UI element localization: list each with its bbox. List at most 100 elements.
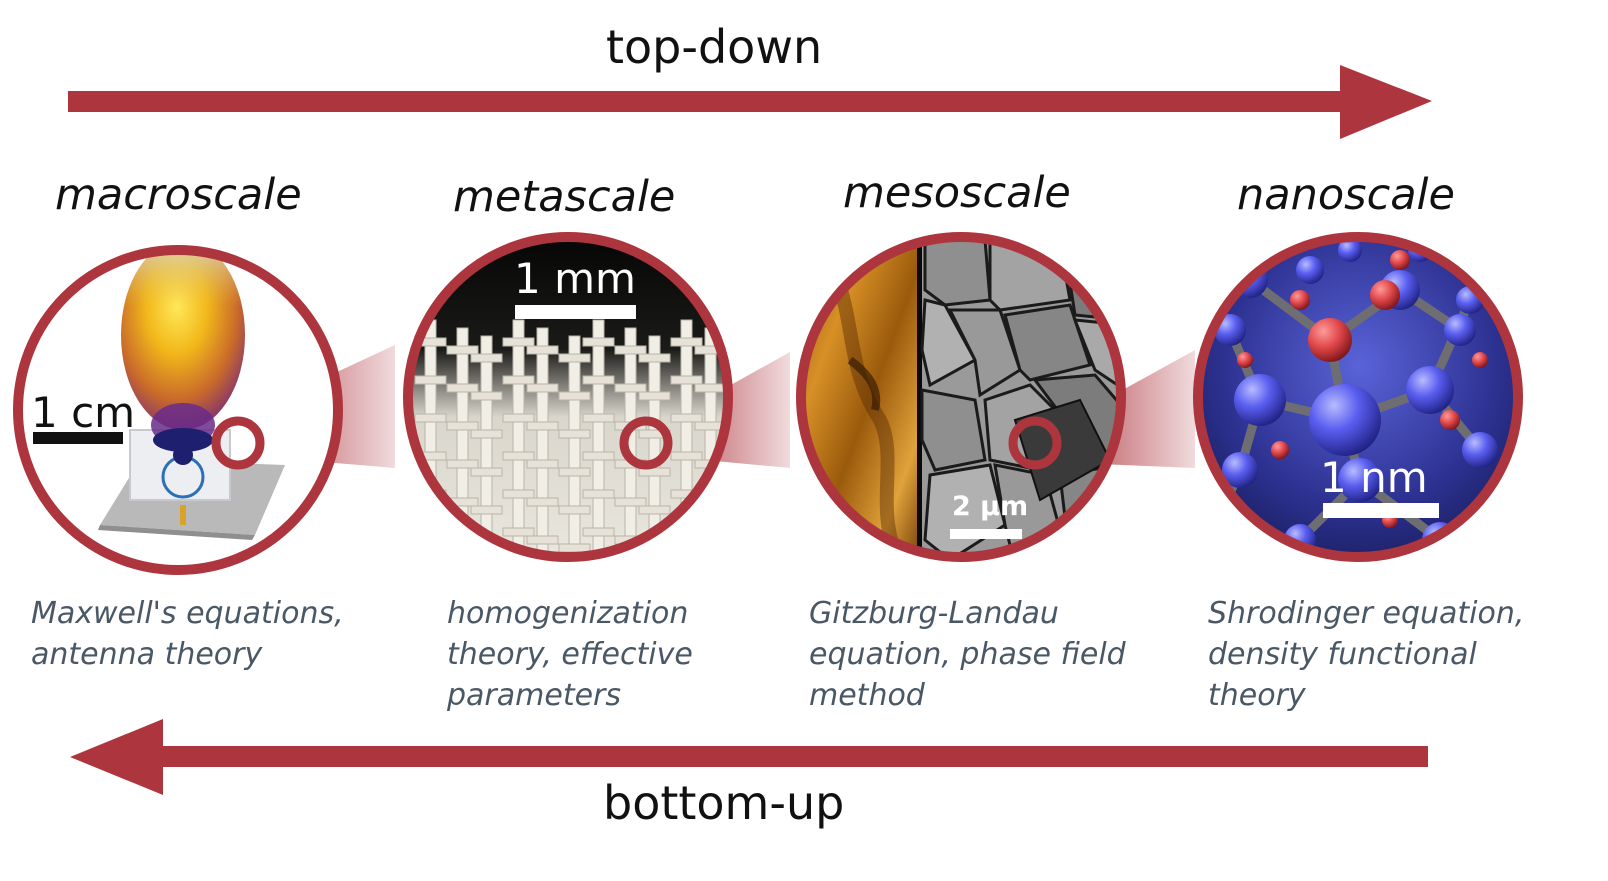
mesoscale-zoom-ring bbox=[1008, 416, 1062, 470]
lattice-crossbar bbox=[526, 535, 559, 545]
macroscale-scale-bar bbox=[33, 432, 123, 444]
metascale-scale-label: 1 mm bbox=[514, 254, 636, 303]
macroscale-description: Maxwell's equations, antenna theory bbox=[31, 593, 344, 675]
lattice-crossbar bbox=[582, 375, 615, 385]
lattice-crossbar bbox=[638, 505, 671, 515]
lattice-crossbar bbox=[694, 535, 727, 545]
bottom-up-label: bottom-up bbox=[603, 776, 845, 830]
metascale-description-line: theory, effective bbox=[447, 637, 693, 672]
mesoscale-scale-bar bbox=[950, 529, 1022, 539]
lattice-crossbar bbox=[446, 345, 479, 355]
lattice-crossbar bbox=[502, 527, 535, 537]
lattice-crossbar bbox=[446, 535, 479, 545]
red-atom bbox=[1290, 290, 1310, 310]
red-atom bbox=[1370, 280, 1400, 310]
mesoscale-description-line: Gitzburg-Landau bbox=[809, 596, 1059, 631]
red-atom bbox=[1271, 441, 1289, 459]
blue-atom bbox=[1296, 256, 1324, 284]
metascale-panel bbox=[403, 232, 733, 562]
lattice-crossbar bbox=[582, 451, 615, 461]
metascale-description-line: parameters bbox=[447, 678, 622, 713]
macroscale-description-line: antenna theory bbox=[31, 637, 263, 672]
grain-cell bbox=[920, 298, 978, 388]
lattice-crossbar bbox=[638, 353, 671, 363]
top-down-label: top-down bbox=[606, 20, 823, 74]
lattice-crossbar bbox=[694, 383, 727, 393]
mesoscale-scale-label: 2 µm bbox=[952, 491, 1029, 522]
blue-atom bbox=[1444, 314, 1476, 346]
mesoscale-frame bbox=[796, 232, 1126, 562]
lattice-crossbar bbox=[526, 345, 559, 355]
lattice-crossbar bbox=[526, 497, 559, 507]
lattice-crossbar bbox=[638, 391, 671, 401]
macroscale-panel bbox=[13, 245, 343, 575]
mesoscale-description-line: equation, phase field bbox=[809, 637, 1126, 672]
mesoscale-description-line: method bbox=[809, 678, 925, 713]
lattice-crossbar bbox=[558, 391, 591, 401]
lattice-crossbar bbox=[470, 429, 503, 439]
antenna-radiation-image bbox=[18, 250, 338, 570]
nanoscale-frame bbox=[1193, 232, 1523, 562]
lattice-crossbar bbox=[470, 353, 503, 363]
lattice-crossbar bbox=[526, 421, 559, 431]
red-atom bbox=[1308, 318, 1352, 362]
lattice-crossbar bbox=[614, 345, 647, 355]
lattice-crossbar bbox=[502, 337, 535, 347]
lattice-crossbar bbox=[558, 467, 591, 477]
lattice-crossbar bbox=[414, 527, 447, 537]
mesoscale-description: Gitzburg-Landau equation, phase field me… bbox=[809, 593, 1126, 716]
lattice-strut bbox=[568, 335, 581, 557]
lattice-crossbar bbox=[694, 497, 727, 507]
blue-atom bbox=[1462, 432, 1498, 468]
nanoscale-title: nanoscale bbox=[1237, 170, 1455, 220]
lattice-crossbar bbox=[558, 505, 591, 515]
lattice-crossbar bbox=[558, 543, 591, 553]
lattice-crossbar bbox=[670, 527, 703, 537]
lattice-crossbar bbox=[582, 489, 615, 499]
blue-atom bbox=[1406, 366, 1454, 414]
lattice-crossbar bbox=[502, 489, 535, 499]
bottom-up-arrow bbox=[70, 719, 1428, 795]
red-atom bbox=[1390, 250, 1410, 270]
lattice-crossbar bbox=[558, 429, 591, 439]
blue-atom bbox=[1222, 452, 1258, 488]
nanoscale-scale-label: 1 nm bbox=[1320, 453, 1428, 502]
macroscale-zoom-ring bbox=[211, 416, 265, 470]
nanoscale-panel bbox=[1193, 232, 1523, 562]
lattice-crossbar bbox=[614, 383, 647, 393]
lattice-crossbar bbox=[582, 337, 615, 347]
lattice-crossbar bbox=[582, 413, 615, 423]
lattice-crossbar bbox=[670, 375, 703, 385]
lattice-crossbar bbox=[526, 459, 559, 469]
lattice-crossbar bbox=[414, 413, 447, 423]
metascale-description: homogenization theory, effective paramet… bbox=[447, 593, 693, 716]
lattice-strut bbox=[536, 327, 549, 557]
lattice-crossbar bbox=[638, 543, 671, 553]
top-arrow-shaft bbox=[68, 91, 1358, 112]
bottom-arrow-head bbox=[70, 719, 163, 795]
lattice-crossbar bbox=[670, 413, 703, 423]
lattice-strut bbox=[480, 335, 493, 557]
metascale-scale-bar bbox=[515, 305, 636, 319]
red-atom bbox=[1472, 352, 1488, 368]
lattice-crossbar bbox=[470, 391, 503, 401]
lattice-crossbar bbox=[502, 413, 535, 423]
macroscale-description-line: Maxwell's equations, bbox=[31, 596, 344, 631]
top-down-arrow bbox=[68, 65, 1432, 139]
lattice-crossbar bbox=[446, 383, 479, 393]
metascale-title: metascale bbox=[453, 172, 676, 222]
nanoscale-scale-bar bbox=[1323, 503, 1439, 518]
macroscale-title: macroscale bbox=[55, 170, 302, 220]
nanoscale-description-line: Shrodinger equation, bbox=[1208, 596, 1525, 631]
lattice-crossbar bbox=[670, 451, 703, 461]
metascale-zoom-ring bbox=[619, 416, 673, 470]
lattice-crossbar bbox=[470, 467, 503, 477]
red-atom bbox=[1237, 352, 1253, 368]
blue-atom bbox=[1309, 384, 1381, 456]
bottom-arrow-shaft bbox=[150, 746, 1428, 767]
nanoscale-description-line: theory bbox=[1208, 678, 1306, 713]
lattice-strut bbox=[680, 319, 693, 557]
lattice-crossbar bbox=[582, 527, 615, 537]
